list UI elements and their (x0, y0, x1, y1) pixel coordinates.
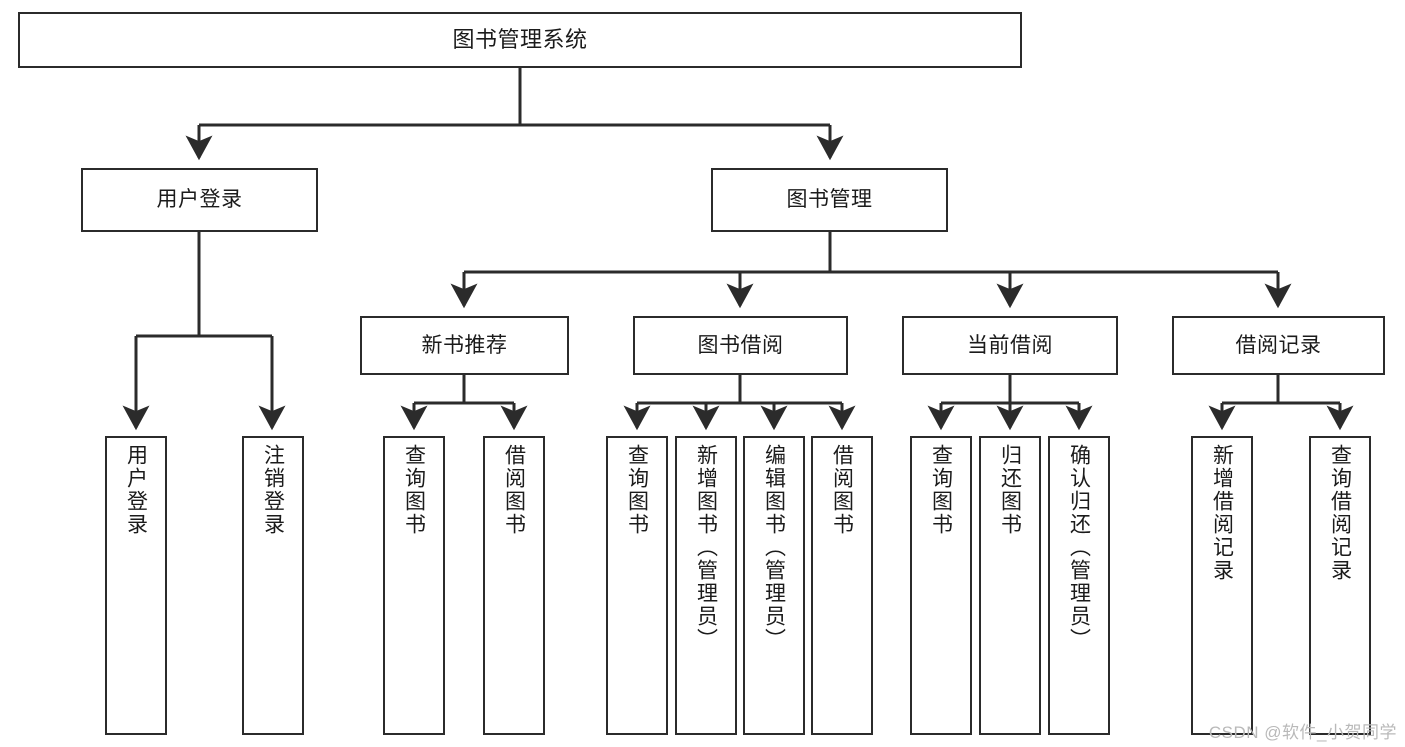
node-label: 图书管理 (786, 188, 873, 212)
node-label: 确认归还（管理员） (1067, 444, 1091, 651)
leaf-add-book-admin[interactable]: 新增图书（管理员） (675, 436, 737, 735)
leaf-borrow-book[interactable]: 借阅图书 (811, 436, 873, 735)
node-label: 借阅图书 (502, 444, 526, 536)
leaf-return-book[interactable]: 归还图书 (979, 436, 1041, 735)
node-label: 查询图书 (402, 444, 426, 536)
leaf-query-book-borrow[interactable]: 查询图书 (606, 436, 668, 735)
node-label: 用户登录 (156, 188, 243, 212)
node-label: 借阅图书 (830, 444, 854, 536)
node-label: 用户登录 (124, 444, 148, 536)
node-book-borrow[interactable]: 图书借阅 (633, 316, 848, 375)
node-label: 查询图书 (625, 444, 649, 536)
node-label: 图书管理系统 (452, 26, 588, 52)
node-label: 新增图书（管理员） (694, 444, 718, 651)
node-label: 编辑图书（管理员） (762, 444, 786, 651)
leaf-add-borrow-record[interactable]: 新增借阅记录 (1191, 436, 1253, 735)
leaf-query-book-recommend[interactable]: 查询图书 (383, 436, 445, 735)
node-label: 查询图书 (929, 444, 953, 536)
leaf-query-borrow-record[interactable]: 查询借阅记录 (1309, 436, 1371, 735)
node-root-system[interactable]: 图书管理系统 (18, 12, 1022, 68)
node-label: 新书推荐 (421, 333, 508, 357)
node-label: 图书借阅 (697, 333, 784, 357)
node-label: 新增借阅记录 (1210, 444, 1234, 582)
node-label: 查询借阅记录 (1328, 444, 1352, 582)
csdn-watermark: CSDN @软件_小贺同学 (1208, 723, 1397, 742)
node-user-login[interactable]: 用户登录 (81, 168, 318, 232)
node-label: 当前借阅 (967, 333, 1053, 357)
node-label: 归还图书 (998, 444, 1022, 536)
node-new-book-recommend[interactable]: 新书推荐 (360, 316, 569, 375)
leaf-confirm-return-admin[interactable]: 确认归还（管理员） (1048, 436, 1110, 735)
leaf-query-book-current[interactable]: 查询图书 (910, 436, 972, 735)
leaf-logout-login[interactable]: 注销登录 (242, 436, 304, 735)
node-label: 注销登录 (261, 444, 285, 536)
leaf-borrow-book-recommend[interactable]: 借阅图书 (483, 436, 545, 735)
node-borrow-record[interactable]: 借阅记录 (1172, 316, 1385, 375)
leaf-edit-book-admin[interactable]: 编辑图书（管理员） (743, 436, 805, 735)
node-current-borrow[interactable]: 当前借阅 (902, 316, 1118, 375)
node-label: 借阅记录 (1235, 333, 1322, 357)
leaf-user-login[interactable]: 用户登录 (105, 436, 167, 735)
node-book-management[interactable]: 图书管理 (711, 168, 948, 232)
